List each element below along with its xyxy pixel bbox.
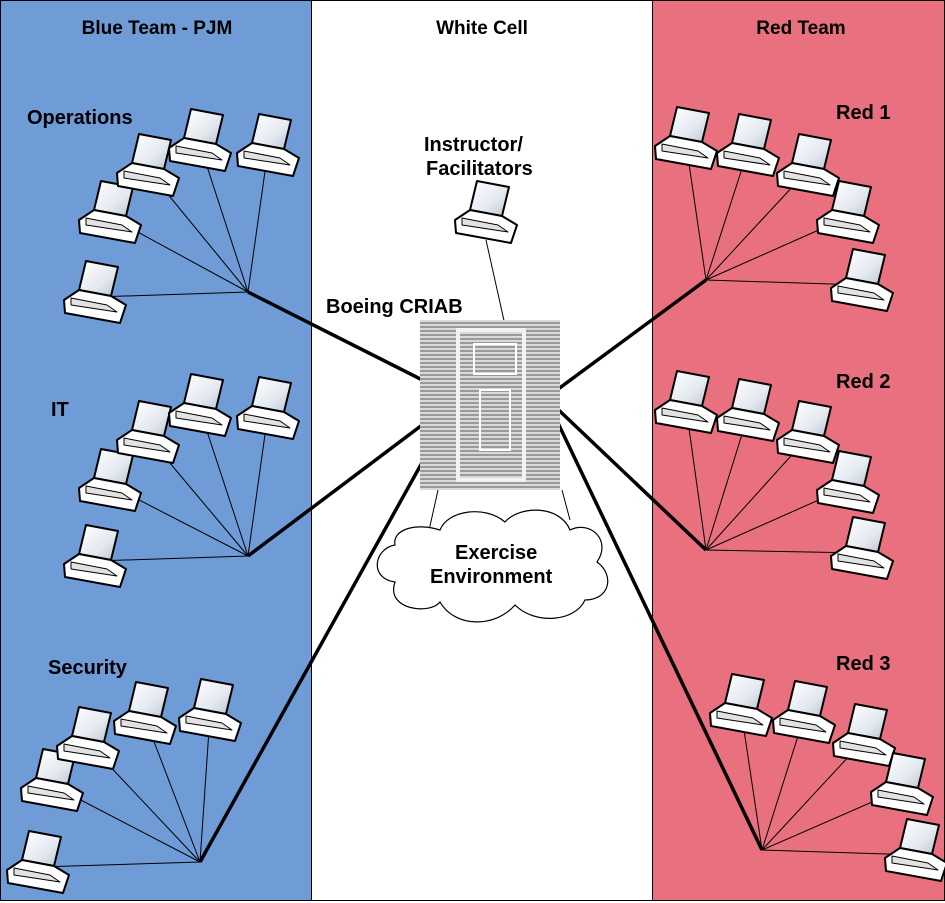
cloud-icon: [376, 509, 609, 623]
laptop-icon: [116, 400, 180, 464]
trunk-link-red2: [544, 396, 708, 552]
workstations: [6, 106, 945, 894]
laptop-icon: [178, 678, 242, 742]
laptop-icon: [830, 516, 894, 580]
link-red3-1: [740, 709, 763, 851]
laptop-icon: [709, 673, 773, 737]
instructor-label-line2: Facilitators: [426, 158, 533, 180]
link-instructor: [485, 239, 506, 326]
laptop-icon: [113, 681, 177, 745]
link-operations-1: [94, 291, 249, 298]
laptop-icon: [772, 680, 836, 744]
laptop-icon: [884, 818, 945, 882]
group-label-red3: Red 3: [836, 653, 891, 675]
group-label-security: Security: [48, 657, 127, 679]
connection-links: [37, 142, 917, 868]
laptop-icon: [830, 248, 894, 312]
trunk-link-red3: [544, 397, 764, 851]
laptop-icon: [654, 106, 718, 170]
instructor-label-line1: Instructor/: [424, 134, 523, 156]
link-red2-1: [685, 406, 707, 551]
link-it-4: [199, 409, 249, 557]
link-security-1: [37, 861, 201, 868]
link-operations-4: [199, 144, 249, 293]
laptop-icon: [454, 180, 518, 244]
laptop-icon: [236, 113, 300, 177]
cloud-label-line1: Exercise: [455, 542, 538, 564]
cloud-label-line2: Environment: [430, 566, 553, 588]
laptop-icon: [776, 400, 840, 464]
link-red2-2: [705, 414, 749, 551]
blue-team-title: Blue Team - PJM: [81, 18, 233, 39]
laptop-icon: [78, 448, 142, 512]
server-label: Boeing CRIAB: [326, 296, 463, 318]
group-label-red1: Red 1: [836, 102, 891, 124]
link-operations-5: [247, 149, 269, 293]
group-label-operations: Operations: [27, 107, 133, 129]
red-team-title: Red Team: [756, 18, 846, 39]
trunk-link-security: [198, 397, 460, 863]
laptop-icon: [63, 524, 127, 588]
laptop-icon: [832, 703, 896, 767]
laptop-icon: [63, 260, 127, 324]
laptop-icon: [56, 706, 120, 770]
laptop-icon: [716, 378, 780, 442]
laptop-icon: [236, 376, 300, 440]
link-it-1: [94, 555, 249, 562]
laptop-icon: [716, 113, 780, 177]
laptop-icon: [78, 180, 142, 244]
group-label-red2: Red 2: [836, 371, 891, 393]
trunk-link-red1: [544, 278, 708, 400]
laptop-icon: [776, 133, 840, 197]
link-red3-2: [761, 716, 805, 851]
laptop-icon: [116, 133, 180, 197]
group-label-it: IT: [51, 399, 69, 421]
laptop-icon: [654, 370, 718, 434]
link-it-5: [247, 412, 269, 557]
link-security-5: [199, 714, 211, 863]
server-rack-icon: [420, 320, 560, 490]
laptop-icon: [6, 830, 70, 894]
laptop-icon: [168, 373, 232, 437]
link-server-cloud-right: [561, 489, 571, 521]
laptop-icon: [168, 108, 232, 172]
white-cell-title: White Cell: [436, 18, 528, 39]
link-red1-2: [705, 149, 749, 281]
